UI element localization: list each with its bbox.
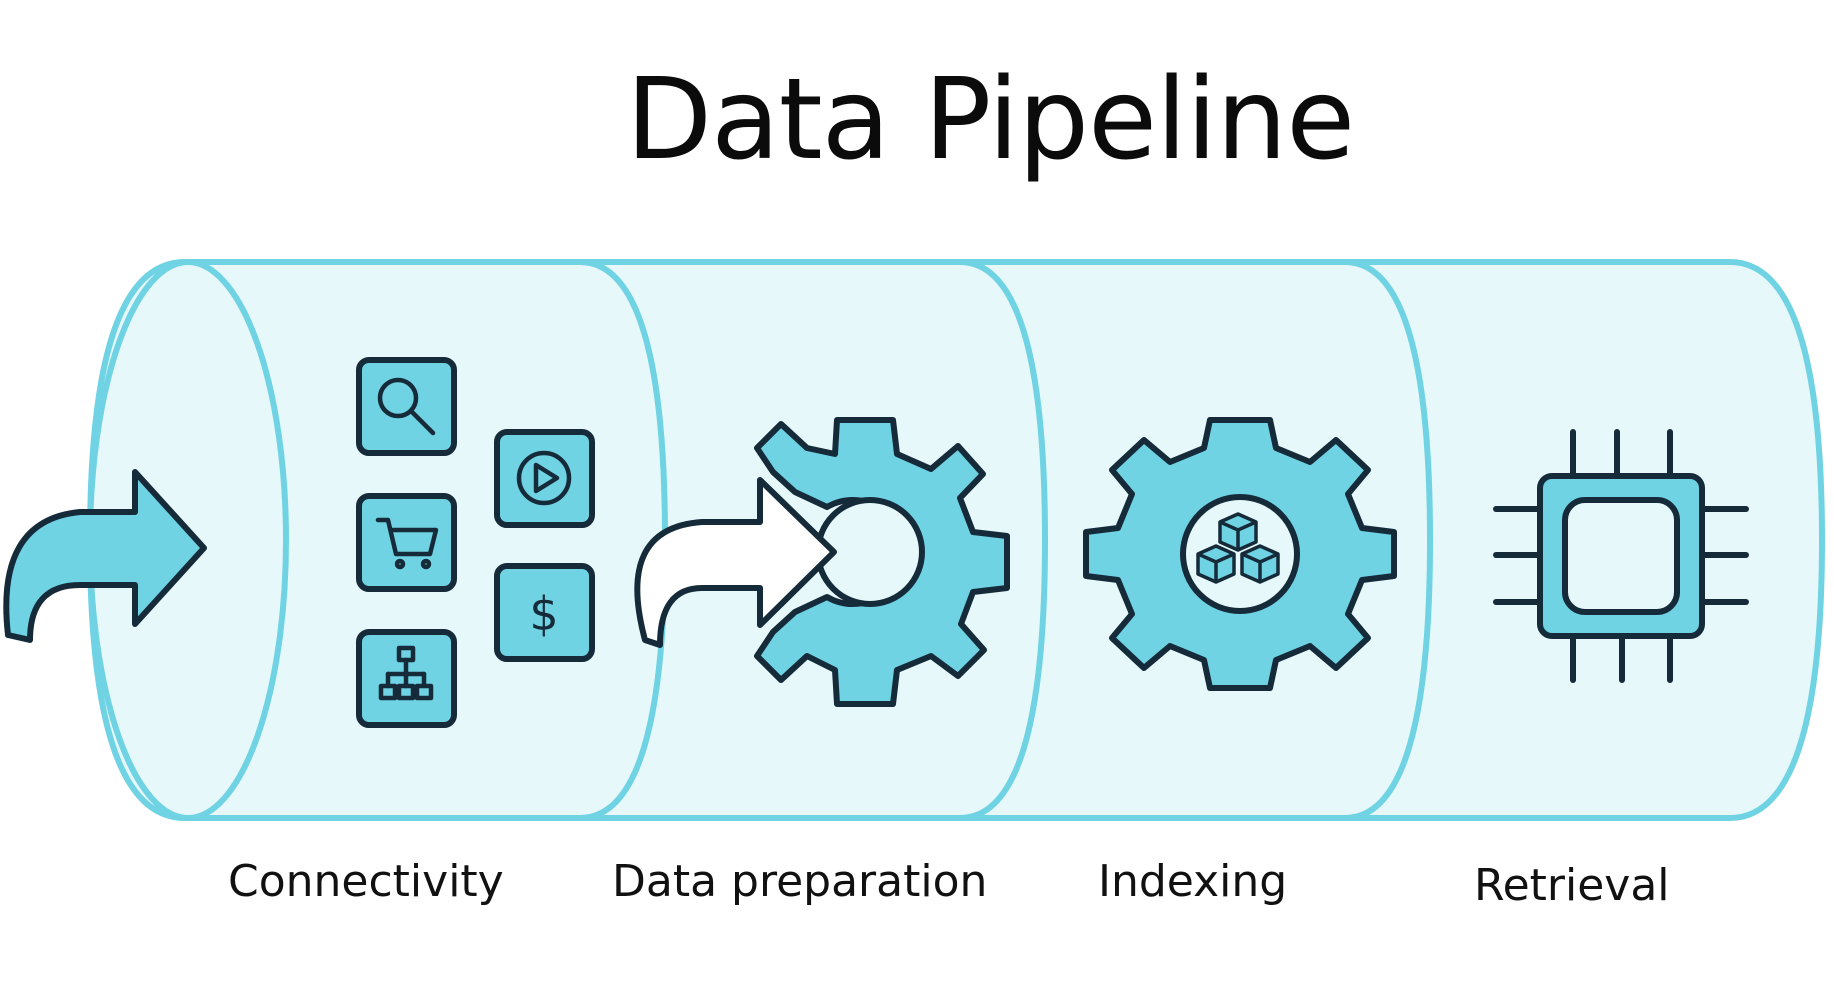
dollar-icon-box [494,563,595,662]
search-icon [377,377,436,436]
stage-label-connectivity: Connectivity [228,856,504,907]
entry-arrow-icon [3,469,207,643]
chip-icon [1493,429,1749,683]
cart-icon-box [356,493,457,592]
search-icon-box [356,357,457,456]
segment-divider-4 [1344,259,1434,821]
diagram-title: Data Pipeline [625,55,1355,185]
stage-label-retrieval: Retrieval [1474,860,1670,911]
stage-label-indexing: Indexing [1098,856,1288,907]
data-prep-arrow-icon [634,477,837,648]
data-prep-gear-icon [754,417,1010,707]
dollar-icon: $ [529,587,558,641]
cart-icon [375,517,439,570]
play-icon [516,450,572,506]
play-icon-box [494,429,595,528]
cubes-icon [1196,512,1280,584]
hierarchy-icon [378,645,434,701]
indexing-gear-icon [1083,417,1397,691]
stage-label-data-preparation: Data preparation [612,856,988,907]
segment-divider-3 [959,259,1049,821]
